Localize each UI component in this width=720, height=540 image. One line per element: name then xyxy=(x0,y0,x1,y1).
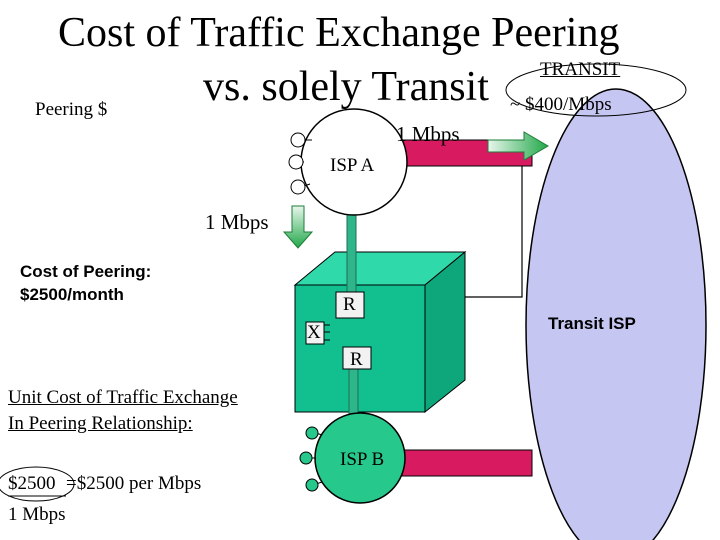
peering-dollar-label: Peering $ xyxy=(35,99,108,120)
isp-a-customer-1 xyxy=(290,132,306,148)
router-box-top xyxy=(335,291,365,319)
arrow-right-icon xyxy=(487,131,549,161)
exchange-label: X xyxy=(307,322,321,343)
peering-cost-outline xyxy=(0,466,75,502)
cost-of-peering-line-2: $2500/month xyxy=(20,285,124,304)
link-isp-a-router xyxy=(346,207,357,293)
title-line-1: Cost of Traffic Exchange Peering xyxy=(58,10,620,56)
router-label-top: R xyxy=(343,294,356,315)
unit-cost-denominator: 1 Mbps xyxy=(8,504,66,525)
isp-b-customer-1 xyxy=(305,426,319,440)
unit-cost-line-1: Unit Cost of Traffic Exchange xyxy=(8,387,238,408)
mbps-right-label: 1 Mbps xyxy=(396,122,460,146)
transit-price: ~ $400/Mbps xyxy=(510,94,612,115)
isp-b-customer-2 xyxy=(299,451,313,465)
isp-b-customer-3 xyxy=(305,478,319,492)
pipe-isp-b-transit xyxy=(399,449,533,477)
transit-isp-oval xyxy=(525,88,707,540)
cost-of-peering-line-1: Cost of Peering: xyxy=(20,262,152,281)
title-line-2: vs. solely Transit xyxy=(203,64,489,110)
isp-a-customer-2 xyxy=(288,154,304,170)
isp-a-customer-3 xyxy=(290,179,306,195)
transit-price-outline xyxy=(505,63,687,117)
link-router-isp-b xyxy=(348,365,359,415)
unit-cost-result: =$2500 per Mbps xyxy=(66,473,202,494)
router-box-bottom xyxy=(342,346,372,370)
isp-b-label: ISP B xyxy=(340,449,385,470)
exchange-x-box xyxy=(305,321,325,345)
transit-title: TRANSIT xyxy=(540,59,621,80)
mbps-down-label: 1 Mbps xyxy=(205,210,269,234)
isp-a-label: ISP A xyxy=(330,155,375,176)
transit-isp-label: Transit ISP xyxy=(548,314,636,333)
unit-cost-line-2: In Peering Relationship: xyxy=(8,413,193,434)
router-label-bottom: R xyxy=(350,349,363,370)
arrow-down-icon xyxy=(282,205,314,249)
unit-cost-numerator: $2500 xyxy=(8,473,56,494)
